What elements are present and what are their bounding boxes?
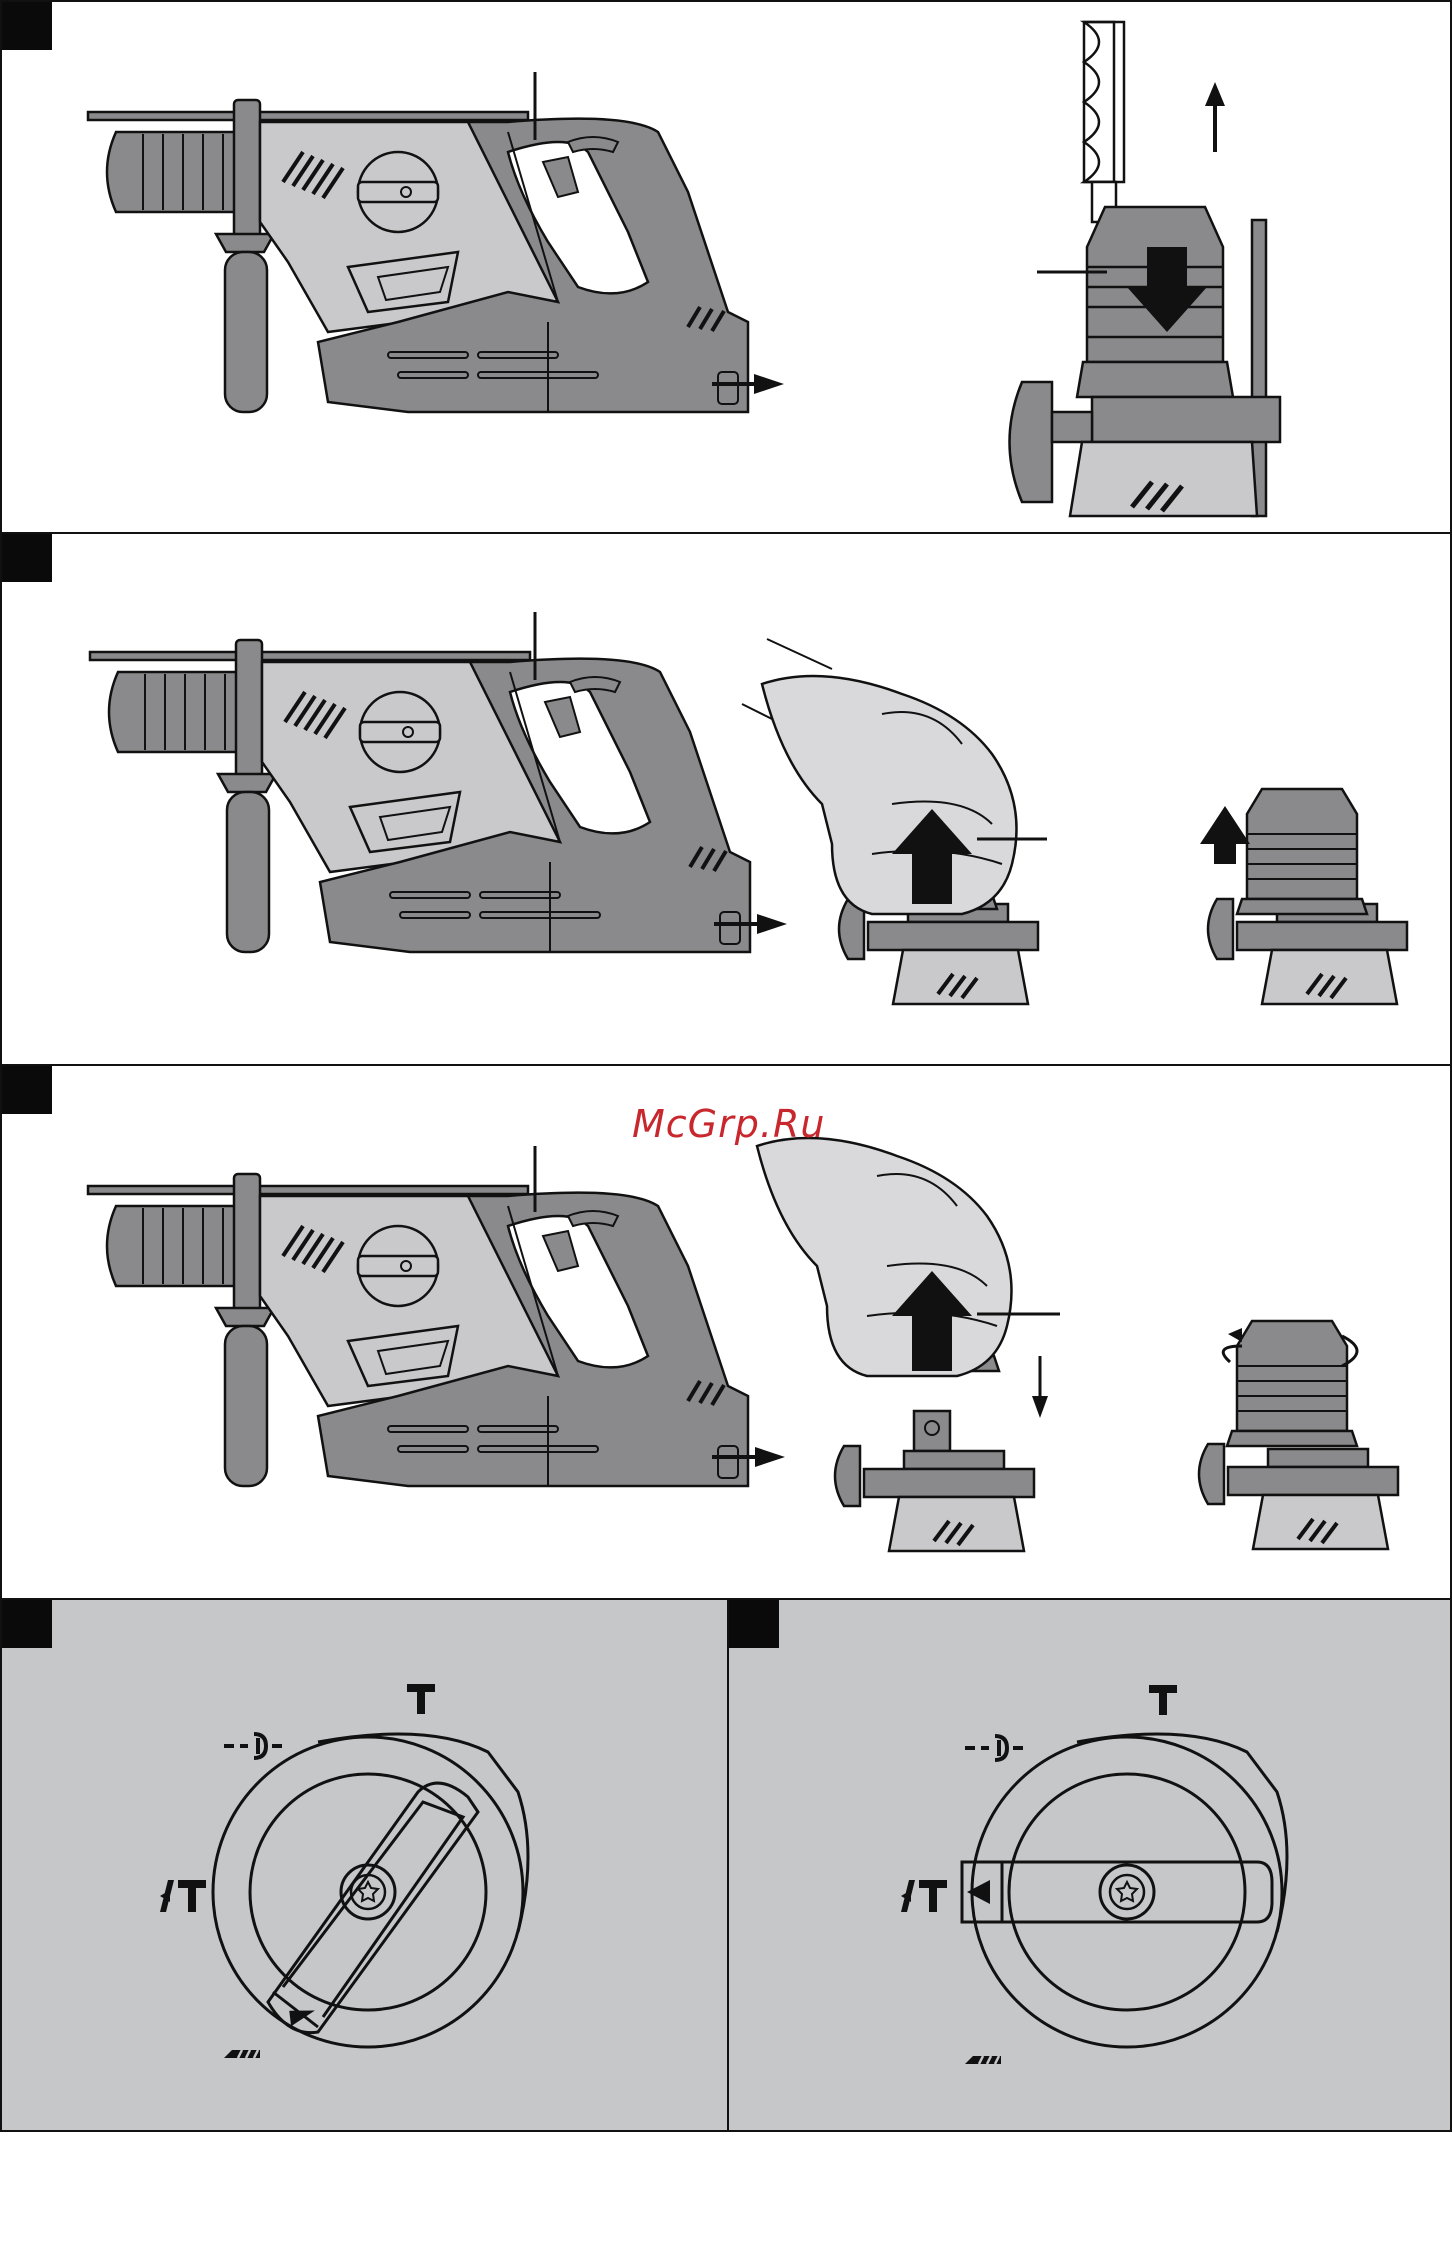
- lock-rotation-icon: [965, 1736, 1023, 1760]
- function-selector-hammer-drilling: [729, 1600, 1452, 2132]
- chisel-icon: [965, 2056, 1001, 2064]
- panel-step-4: [0, 1598, 729, 2132]
- illustration-remove-chuck: [2, 534, 1452, 1066]
- arrow-right-icon: [757, 914, 787, 934]
- selector-pointer-icon: [967, 1880, 990, 1904]
- rotate-arrow-icon: [1228, 1328, 1242, 1342]
- hammer-drill-icon: [901, 1880, 947, 1912]
- hammer-icon: [1149, 1685, 1177, 1715]
- panel-step-1: [0, 0, 1452, 534]
- chisel-icon: [224, 2050, 260, 2058]
- watermark: McGrp.Ru: [632, 1102, 825, 1146]
- arrow-right-icon: [755, 1447, 785, 1467]
- hammer-icon: [407, 1684, 435, 1714]
- panel-step-2: [0, 532, 1452, 1066]
- lock-rotation-icon: [224, 1734, 282, 1758]
- panel-step-5: [727, 1598, 1452, 2132]
- illustration-fit-chuck: [2, 1066, 1452, 1600]
- hammer-drill-icon: [160, 1880, 206, 1912]
- arrow-up-icon: [1200, 806, 1250, 864]
- arrow-down-icon: [1032, 1396, 1048, 1418]
- function-selector-chiseling: [2, 1600, 729, 2132]
- illustration-remove-bit: [2, 2, 1452, 534]
- arrow-up-icon: [1205, 82, 1225, 106]
- arrow-right-icon: [754, 374, 784, 394]
